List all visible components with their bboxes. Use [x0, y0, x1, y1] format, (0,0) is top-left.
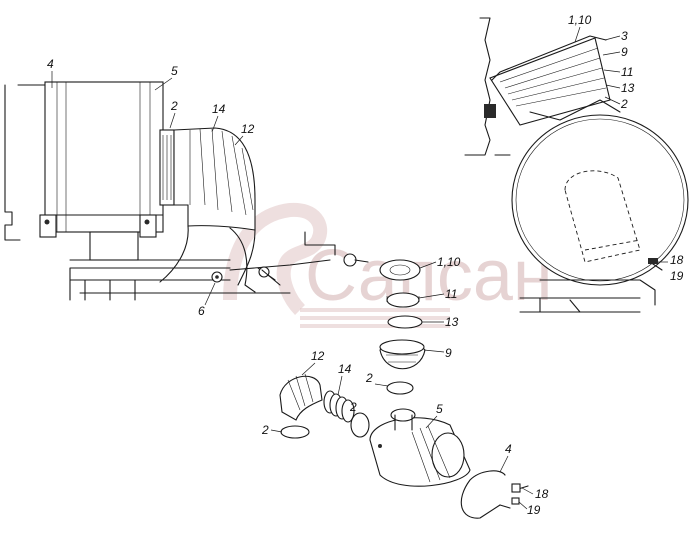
left-assembly-view: 4 5 2 14 12 6 [4, 57, 369, 318]
label-9-right: 9 [621, 45, 628, 59]
label-18-exploded: 18 [535, 487, 549, 501]
label-1-10-exploded: 1,10 [437, 255, 461, 269]
part-ring-11 [386, 292, 420, 308]
part-clamp-2c [386, 381, 414, 395]
label-2-exploded-top: 2 [365, 371, 373, 385]
label-14-exploded: 14 [338, 362, 352, 376]
watermark-text: Сапсан [305, 236, 553, 316]
part-cover-plate [379, 259, 421, 281]
exploded-view: 1,10 11 13 9 12 14 2 2 5 2 4 18 19 [261, 255, 549, 519]
label-19-exploded: 19 [527, 503, 541, 517]
watermark-logo: Сапсан [223, 202, 553, 328]
part-clamp-2b [350, 412, 370, 438]
label-2-exploded-mid: 2 [349, 400, 357, 414]
label-12-exploded: 12 [311, 349, 325, 363]
part-filter-body-5 [369, 408, 471, 487]
label-5: 5 [171, 64, 178, 78]
label-1-10-right: 1,10 [568, 13, 592, 27]
label-11-exploded: 11 [445, 287, 457, 301]
air-filter-housing [44, 81, 164, 233]
rubber-elbow [173, 127, 256, 231]
part-hose-14 [323, 390, 355, 423]
label-2-right: 2 [620, 97, 628, 111]
label-3-right: 3 [621, 29, 628, 43]
label-2-exploded-left: 2 [261, 423, 269, 437]
filter-housing-circle [511, 114, 689, 286]
part-strap-4 [460, 470, 506, 519]
label-13-exploded: 13 [445, 315, 459, 329]
label-13-right: 13 [621, 81, 635, 95]
label-9-exploded: 9 [445, 346, 452, 360]
label-4: 4 [47, 57, 54, 71]
label-11-right: 11 [621, 65, 633, 79]
part-clamp-2a [280, 425, 310, 439]
right-detail-view: 1,10 3 9 11 13 2 18 19 [464, 13, 689, 313]
label-5-exploded: 5 [436, 402, 443, 416]
part-ring-13 [387, 315, 423, 329]
label-19-right: 19 [670, 269, 684, 283]
label-4-exploded: 4 [505, 442, 512, 456]
label-12: 12 [241, 122, 255, 136]
label-2: 2 [170, 99, 178, 113]
part-elbow-12 [279, 375, 323, 421]
cover-gasket [489, 37, 611, 126]
label-18-right: 18 [670, 253, 684, 267]
label-6: 6 [198, 304, 205, 318]
label-14: 14 [212, 102, 226, 116]
